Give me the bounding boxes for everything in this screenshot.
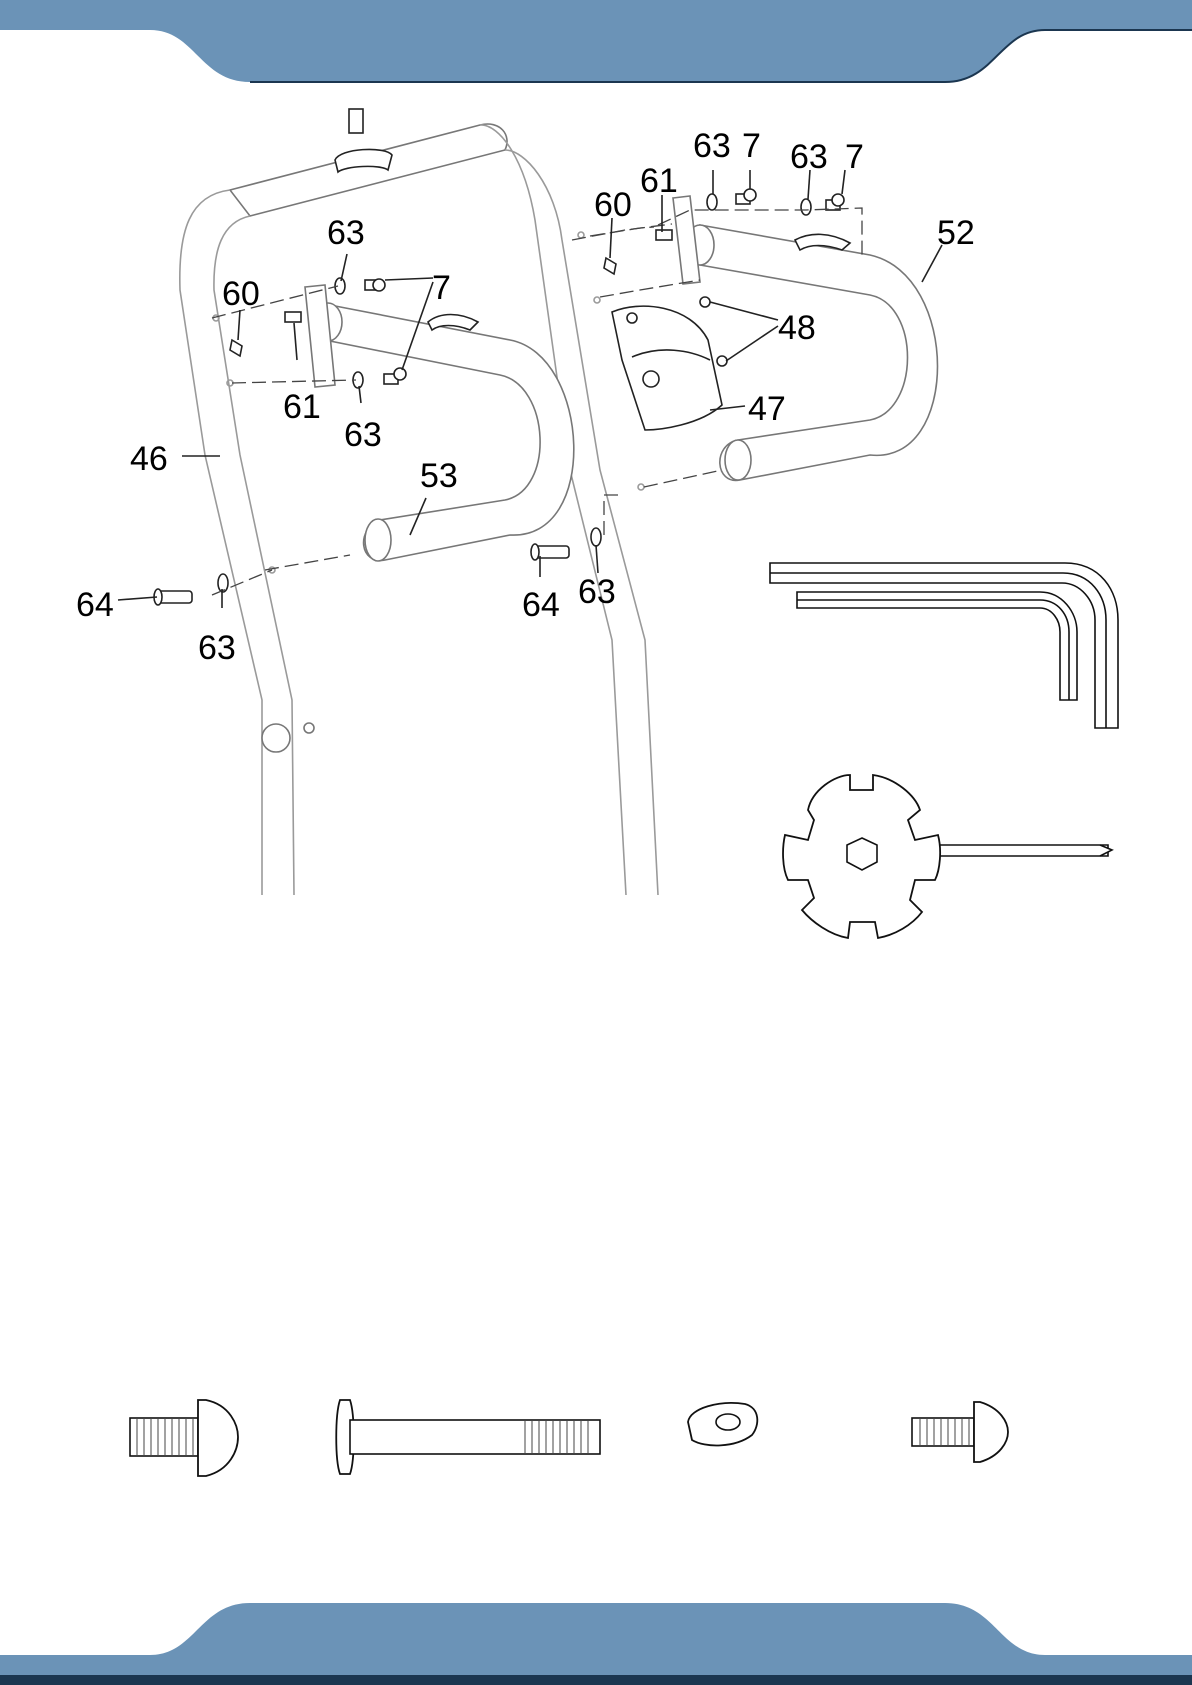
label-53: 53 — [420, 457, 458, 495]
label-63-right-b: 63 — [790, 138, 828, 176]
label-52: 52 — [937, 214, 975, 252]
label-64-right: 64 — [522, 586, 560, 624]
label-63-left-bottom: 63 — [198, 629, 236, 667]
label-7-right-a: 7 — [742, 127, 761, 165]
label-63-left-top: 63 — [327, 214, 365, 252]
label-63-right-a: 63 — [693, 127, 731, 165]
label-7-right-b: 7 — [845, 138, 864, 176]
label-64-left: 64 — [76, 586, 114, 624]
label-61-left: 61 — [283, 388, 321, 426]
small-bolt-icon — [912, 1402, 1008, 1462]
label-7-left: 7 — [432, 269, 451, 307]
curved-washer-icon — [688, 1403, 757, 1446]
allen-key-icon — [770, 563, 1118, 728]
multi-wrench-screwdriver-icon — [783, 775, 1112, 938]
label-61-right: 61 — [640, 162, 678, 200]
label-60-right: 60 — [594, 186, 632, 224]
label-63-left-mid: 63 — [344, 416, 382, 454]
upright-frame — [180, 109, 658, 895]
button-head-bolt-icon — [130, 1400, 238, 1476]
bottom-banner — [0, 1603, 1192, 1685]
label-60-left: 60 — [222, 275, 260, 313]
long-axle-bolt-icon — [336, 1400, 600, 1474]
label-46: 46 — [130, 440, 168, 478]
label-48: 48 — [778, 309, 816, 347]
top-banner — [0, 0, 1192, 82]
label-47: 47 — [748, 390, 786, 428]
label-63-right-bottom: 63 — [578, 573, 616, 611]
